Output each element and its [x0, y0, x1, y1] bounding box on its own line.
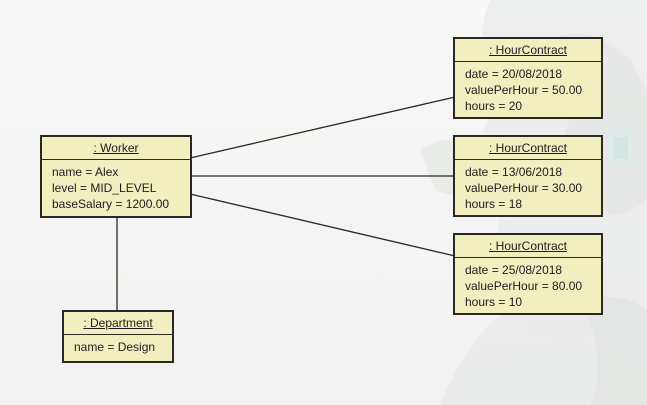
department-attr-name: name = Design [74, 340, 156, 354]
worker-attributes: name = Alex level = MID_LEVEL baseSalary… [42, 160, 190, 212]
department-object[interactable]: : Department name = Design [62, 310, 174, 363]
hour-contract-3-attr-date: date = 25/08/2018 [465, 263, 563, 277]
hour-contract-1-attr-hours: hours = 20 [465, 99, 523, 113]
worker-object-title: : Worker [42, 137, 190, 160]
hour-contract-object-3[interactable]: : HourContract date = 25/08/2018 valuePe… [453, 233, 603, 315]
hour-contract-2-attr-date: date = 13/06/2018 [465, 165, 563, 179]
worker-object[interactable]: : Worker name = Alex level = MID_LEVEL b… [40, 135, 192, 218]
hour-contract-1-title: : HourContract [455, 39, 601, 62]
hour-contract-3-title: : HourContract [455, 235, 601, 258]
hour-contract-3-attr-hours: hours = 10 [465, 295, 523, 309]
hour-contract-2-attr-hours: hours = 18 [465, 197, 523, 211]
hour-contract-2-attributes: date = 13/06/2018 valuePerHour = 30.00 h… [455, 160, 601, 212]
hour-contract-1-attr-value-per-hour: valuePerHour = 50.00 [465, 83, 583, 97]
hour-contract-object-1[interactable]: : HourContract date = 20/08/2018 valuePe… [453, 37, 603, 119]
hour-contract-2-attr-value-per-hour: valuePerHour = 30.00 [465, 181, 583, 195]
link-worker-contract-1 [189, 96, 456, 159]
worker-attr-base-salary: baseSalary = 1200.00 [52, 197, 170, 211]
hour-contract-3-attributes: date = 25/08/2018 valuePerHour = 80.00 h… [455, 258, 601, 310]
hour-contract-1-attr-date: date = 20/08/2018 [465, 67, 563, 81]
hour-contract-1-attributes: date = 20/08/2018 valuePerHour = 50.00 h… [455, 62, 601, 114]
link-worker-contract-3 [189, 193, 456, 257]
department-object-title: : Department [64, 312, 172, 335]
hour-contract-object-2[interactable]: : HourContract date = 13/06/2018 valuePe… [453, 135, 603, 217]
worker-attr-level: level = MID_LEVEL [52, 181, 157, 195]
worker-attr-name: name = Alex [52, 165, 119, 179]
department-attributes: name = Design [64, 335, 172, 355]
hour-contract-2-title: : HourContract [455, 137, 601, 160]
hour-contract-3-attr-value-per-hour: valuePerHour = 80.00 [465, 279, 583, 293]
